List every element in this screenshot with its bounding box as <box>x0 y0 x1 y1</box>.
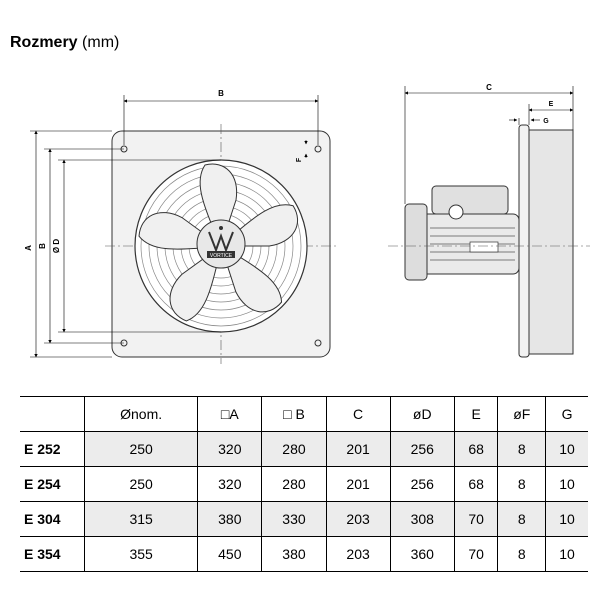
table-cell: 68 <box>453 431 498 467</box>
dim-c-label: C <box>486 83 492 92</box>
side-plate <box>518 124 530 358</box>
table-cell: 10 <box>545 536 588 572</box>
front-view: VORTICE B A B Ø D F <box>24 89 338 364</box>
table-cell: 320 <box>197 431 262 467</box>
table-cell: 250 <box>83 431 198 467</box>
table-cell: 201 <box>325 466 391 502</box>
title-bold: Rozmery <box>10 34 78 51</box>
header-cell <box>20 396 85 432</box>
table-header-row: Ønom. □A □ B C øD E øF G <box>20 396 588 432</box>
logo-text: VORTICE <box>210 253 233 259</box>
model-cell: E 252 <box>20 431 85 467</box>
dim-f-label: F <box>296 157 303 162</box>
dim-b-top-label: B <box>218 89 224 98</box>
table-cell: 380 <box>261 536 327 572</box>
table-cell: 320 <box>197 466 262 502</box>
table-cell: 201 <box>325 431 391 467</box>
header-cell: C <box>325 396 391 432</box>
dim-b-left-label: B <box>38 243 47 249</box>
table-cell: 450 <box>197 536 262 572</box>
side-view: C E G <box>388 83 590 358</box>
header-cell: G <box>545 396 588 432</box>
model-cell: E 254 <box>20 466 85 502</box>
title-unit: (mm) <box>82 34 120 51</box>
table-cell: 8 <box>497 501 546 537</box>
dim-g-label: G <box>543 118 549 125</box>
table-row: E 354 355 450 380 203 360 70 8 10 <box>20 536 588 572</box>
table-cell: 10 <box>545 501 588 537</box>
vortice-logo-icon: VORTICE <box>207 226 235 259</box>
dimensions-table: Ønom. □A □ B C øD E øF G E 252 250 320 2… <box>20 396 588 572</box>
table-cell: 380 <box>197 501 262 537</box>
table-cell: 203 <box>325 536 391 572</box>
dim-d-label: Ø D <box>52 239 61 253</box>
table-cell: 8 <box>497 536 546 572</box>
table-row: E 304 315 380 330 203 308 70 8 10 <box>20 501 588 537</box>
header-cell: □ B <box>261 396 327 432</box>
table-cell: 70 <box>453 536 498 572</box>
table-cell: 280 <box>261 431 327 467</box>
header-cell: Ønom. <box>83 396 198 432</box>
table-cell: 10 <box>545 431 588 467</box>
table-cell: 315 <box>83 501 198 537</box>
page-title: Rozmery (mm) <box>10 34 119 52</box>
header-cell: øD <box>389 396 455 432</box>
motor-cap <box>404 203 428 281</box>
terminal-box <box>431 185 509 215</box>
table-cell: 68 <box>453 466 498 502</box>
model-cell: E 354 <box>20 536 85 572</box>
table-cell: 308 <box>389 501 455 537</box>
table-row: E 252 250 320 280 201 256 68 8 10 <box>20 431 588 467</box>
table-row: E 254 250 320 280 201 256 68 8 10 <box>20 466 588 502</box>
technical-drawing: VORTICE B A B Ø D F <box>24 83 590 364</box>
mounting-hole-br <box>314 339 322 347</box>
model-cell: E 304 <box>20 501 85 537</box>
header-cell: □A <box>197 396 262 432</box>
cable-gland <box>448 204 464 220</box>
table-cell: 256 <box>389 431 455 467</box>
table-cell: 10 <box>545 466 588 502</box>
table-cell: 250 <box>83 466 198 502</box>
table-cell: 70 <box>453 501 498 537</box>
table-cell: 8 <box>497 466 546 502</box>
mounting-hole-tr <box>314 145 322 153</box>
table-cell: 203 <box>325 501 391 537</box>
dim-a-label: A <box>24 245 33 251</box>
table-cell: 360 <box>389 536 455 572</box>
dim-e-label: E <box>549 101 554 108</box>
table-cell: 280 <box>261 466 327 502</box>
header-cell: øF <box>497 396 546 432</box>
table-cell: 8 <box>497 431 546 467</box>
table-cell: 355 <box>83 536 198 572</box>
table-cell: 330 <box>261 501 327 537</box>
table-cell: 256 <box>389 466 455 502</box>
side-ring <box>528 129 574 355</box>
header-cell: E <box>453 396 498 432</box>
